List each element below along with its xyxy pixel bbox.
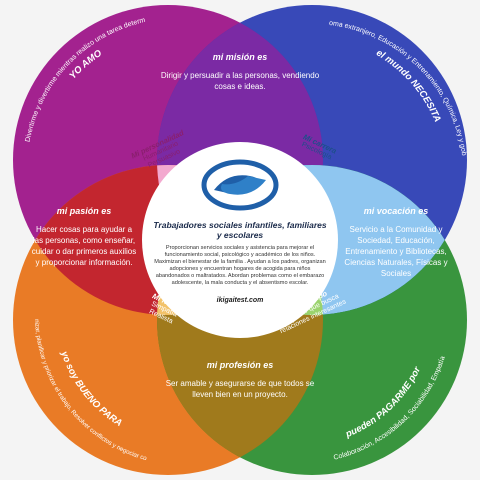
- website-label[interactable]: ikigaitest.com: [216, 297, 264, 304]
- center-circle: [142, 142, 338, 338]
- profesion-text: Ser amable y asegurarse de que todos se …: [165, 379, 315, 399]
- mision-text: Dirigir y persuadir a las personas, vend…: [160, 71, 320, 91]
- pasion-text: Hacer cosas para ayudar a las personas, …: [31, 225, 137, 267]
- pasion-heading: mi pasión es: [56, 206, 112, 216]
- mision-heading: mi misión es: [212, 52, 268, 62]
- helping-hands-logo-icon: [201, 159, 279, 211]
- vocacion-text: Servicio a la Comunidad y Sociedad, Educ…: [344, 225, 448, 278]
- center-title: Trabajadores sociales infantiles, famili…: [153, 220, 327, 240]
- section-profesion: mi profesión es Ser amable y asegurarse …: [165, 360, 315, 400]
- vocacion-heading: mi vocación es: [363, 206, 429, 216]
- section-mision: mi misión es Dirigir y persuadir a las p…: [160, 52, 320, 92]
- center-description: Proporcionan servicios sociales y asiste…: [154, 245, 326, 286]
- section-pasion: mi pasión es Hacer cosas para ayudar a l…: [30, 206, 138, 268]
- profesion-heading: mi profesión es: [206, 360, 274, 370]
- center-content: Trabajadores sociales infantiles, famili…: [152, 220, 328, 304]
- section-vocacion: mi vocación es Servicio a la Comunidad y…: [340, 206, 452, 279]
